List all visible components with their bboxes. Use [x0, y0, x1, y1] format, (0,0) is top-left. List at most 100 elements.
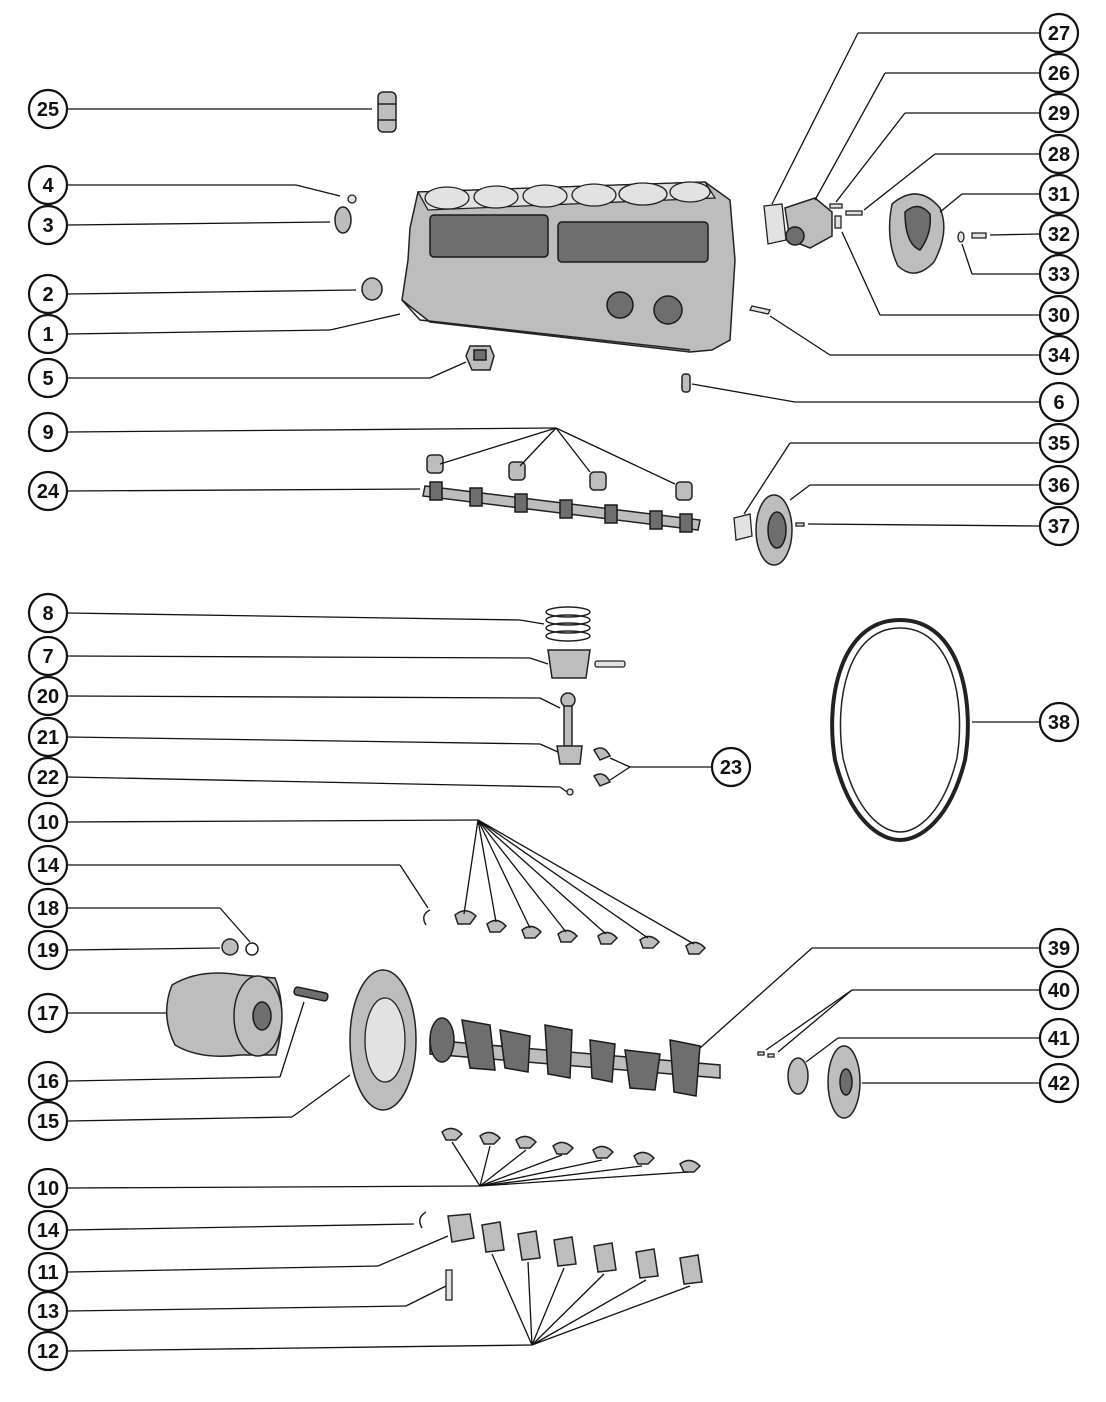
callout-label: 41 — [1048, 1028, 1070, 1050]
callout-28: 28 — [1038, 133, 1080, 175]
callout-27: 27 — [1038, 12, 1080, 54]
callout-label: 15 — [37, 1111, 59, 1133]
callout-label: 42 — [1048, 1073, 1070, 1095]
callout-circle — [1038, 927, 1080, 969]
callout-38: 38 — [1038, 701, 1080, 743]
callout-7: 7 — [27, 635, 69, 677]
part-19-plug — [221, 938, 239, 956]
callout-circle — [1038, 464, 1080, 506]
callout-label: 27 — [1048, 23, 1070, 45]
part-14-rear-seal-lower — [419, 1211, 427, 1229]
part-10-main-bearings-lower — [441, 1127, 702, 1173]
callout-label: 38 — [1048, 712, 1070, 734]
callout-4: 4 — [27, 164, 69, 206]
callout-label: 17 — [37, 1003, 59, 1025]
part-9-cam-bearings — [426, 454, 693, 501]
callout-23: 23 — [710, 746, 752, 788]
callout-circle — [1038, 133, 1080, 175]
callout-label: 32 — [1048, 224, 1070, 246]
callout-label: 28 — [1048, 144, 1070, 166]
callout-label: 33 — [1048, 264, 1070, 286]
callout-circle — [1038, 12, 1080, 54]
part-13-bolt — [445, 1269, 453, 1301]
callout-circle — [1038, 173, 1080, 215]
callout-circle — [710, 746, 752, 788]
callout-22: 22 — [27, 756, 69, 798]
leader-lines — [67, 32, 1040, 1352]
callout-circle — [1038, 505, 1080, 547]
part-23-rod-bearings — [592, 747, 612, 787]
callout-14: 14 — [27, 1209, 69, 1251]
callout-6: 6 — [1038, 381, 1080, 423]
callout-circle — [27, 635, 69, 677]
callout-label: 3 — [42, 215, 53, 237]
callout-label: 7 — [42, 646, 53, 668]
callout-label: 34 — [1048, 345, 1071, 367]
callout-31: 31 — [1038, 173, 1080, 215]
part-37-bolt — [795, 522, 805, 527]
callout-label: 31 — [1048, 184, 1070, 206]
callout-25: 25 — [27, 88, 69, 130]
callout-circle — [27, 470, 69, 512]
callout-29: 29 — [1038, 92, 1080, 134]
callout-circle — [27, 1167, 69, 1209]
callout-21: 21 — [27, 716, 69, 758]
part-24-camshaft — [422, 481, 701, 533]
callout-30: 30 — [1038, 294, 1080, 336]
part-22-nut — [566, 788, 574, 796]
callout-circle — [1038, 969, 1080, 1011]
callout-circle — [27, 929, 69, 971]
callout-19: 19 — [27, 929, 69, 971]
callout-circle — [1038, 422, 1080, 464]
callout-circle — [27, 675, 69, 717]
callout-label: 13 — [37, 1301, 59, 1323]
part-6-dowel-pin — [681, 373, 691, 393]
callout-circle — [27, 801, 69, 843]
callout-circle — [27, 313, 69, 355]
part-15-flywheel — [349, 969, 417, 1111]
callout-circle — [27, 204, 69, 246]
callout-label: 14 — [37, 1220, 60, 1242]
callout-37: 37 — [1038, 505, 1080, 547]
callout-group: 2543215924872021221014181917161510141113… — [27, 12, 1080, 1372]
callout-circle — [1038, 381, 1080, 423]
callout-circle — [1038, 52, 1080, 94]
callout-label: 20 — [37, 686, 59, 708]
callout-42: 42 — [1038, 1062, 1080, 1104]
part-26-oil-pump — [784, 197, 833, 249]
part-2-expansion-plug — [361, 277, 383, 301]
callout-circle — [27, 592, 69, 634]
part-10-main-bearings-upper — [454, 910, 707, 955]
callout-15: 15 — [27, 1100, 69, 1142]
callout-label: 5 — [42, 368, 53, 390]
part-11-rear-main-cap — [447, 1213, 475, 1243]
callout-circle — [1038, 334, 1080, 376]
callout-36: 36 — [1038, 464, 1080, 506]
callout-label: 1 — [42, 324, 53, 346]
callout-12: 12 — [27, 1330, 69, 1372]
part-14-rear-seal-upper — [423, 909, 431, 926]
callout-label: 39 — [1048, 938, 1070, 960]
callout-10: 10 — [27, 801, 69, 843]
callout-label: 9 — [42, 422, 53, 444]
callout-label: 2 — [42, 284, 53, 306]
callout-circle — [1038, 701, 1080, 743]
callout-circle — [27, 273, 69, 315]
callout-circle — [1038, 294, 1080, 336]
part-34-key — [749, 305, 771, 315]
callout-label: 12 — [37, 1341, 59, 1363]
callout-13: 13 — [27, 1290, 69, 1332]
part-32-bolt — [971, 232, 987, 239]
callout-label: 6 — [1053, 392, 1064, 414]
callout-18: 18 — [27, 887, 69, 929]
callout-circle — [1038, 92, 1080, 134]
part-20-connecting-rod — [560, 692, 576, 747]
callout-circle — [27, 992, 69, 1034]
callout-label: 14 — [37, 855, 60, 877]
part-8-piston-rings — [545, 606, 591, 642]
callout-circle — [27, 887, 69, 929]
callout-label: 21 — [37, 727, 59, 749]
callout-20: 20 — [27, 675, 69, 717]
callout-circle — [27, 1100, 69, 1142]
callout-label: 37 — [1048, 516, 1070, 538]
